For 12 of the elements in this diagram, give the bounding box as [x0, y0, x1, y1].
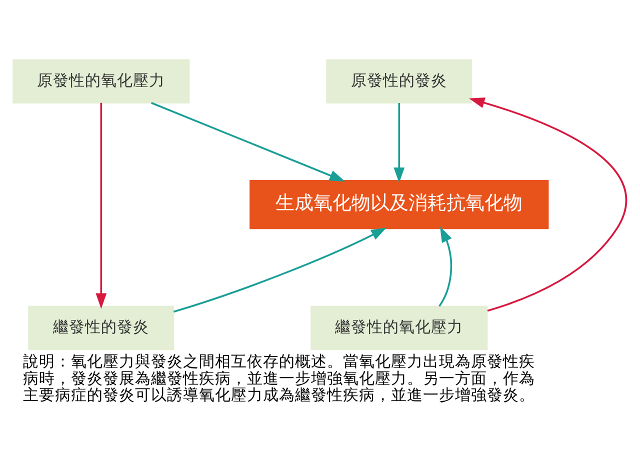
arrow	[96, 102, 107, 309]
node-box: 繼發性的發炎	[28, 306, 174, 350]
arrow	[173, 228, 387, 313]
caption: 說明：氧化壓力與發炎之間相互依存的概述。當氧化壓力出現為原發性疾病時，發炎發展為繼發性疾病，並進一步增強氧化壓力。另一方面，作為主要病症的發炎可以誘導氧化壓力成為繼發性疾病，並進一步增強發炎。	[22, 352, 535, 404]
node-box: 原發性的氧化壓力	[12, 59, 190, 104]
node-box: 繼發性的氧化壓力	[310, 306, 488, 350]
arrow	[394, 103, 405, 184]
arrow	[151, 102, 346, 182]
node-box: 原發性的發炎	[326, 59, 472, 104]
arrow	[469, 97, 627, 312]
node-box: 生成氧化物以及消耗抗氧化物	[250, 180, 549, 230]
arrow	[438, 226, 452, 307]
